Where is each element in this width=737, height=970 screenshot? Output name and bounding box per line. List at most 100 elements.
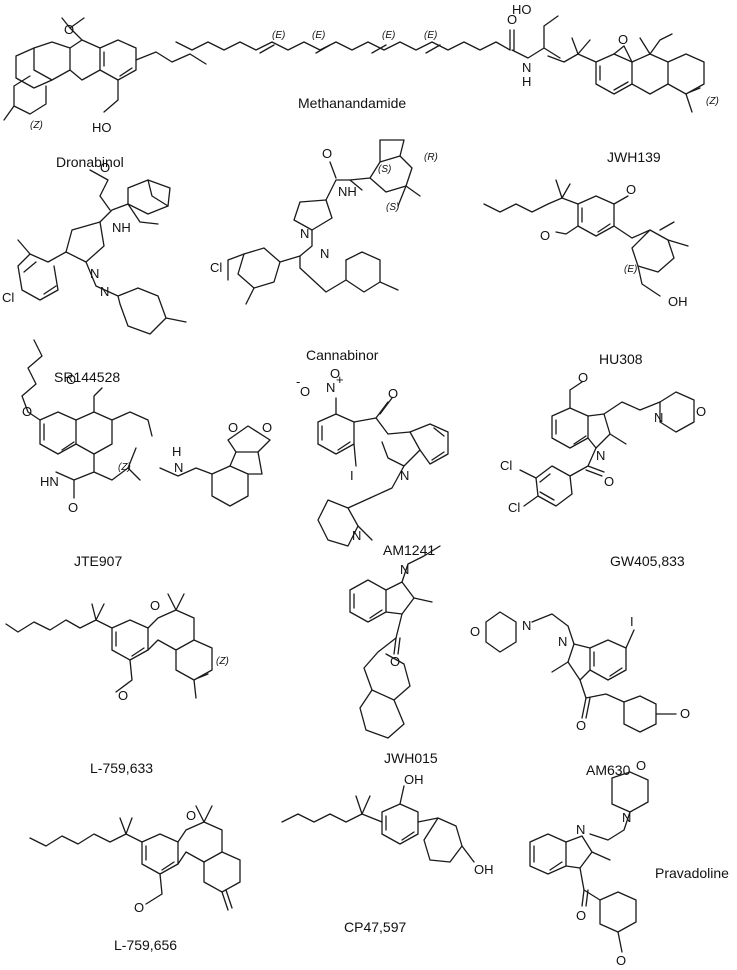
atom-label: N xyxy=(326,380,335,395)
atom-label: O xyxy=(680,706,690,721)
structure-am630: I N O N O O AM630 xyxy=(470,611,690,778)
structure-jte907: O O HN O H N O O (Z) JTE907 xyxy=(21,339,272,569)
atom-label: N xyxy=(100,284,109,299)
atom-label: O xyxy=(576,908,586,923)
atom-label: Cl xyxy=(210,260,222,275)
stereo-label: (S) xyxy=(386,202,399,213)
stereo-label: (E) xyxy=(382,30,395,41)
atom-label: O xyxy=(262,420,272,435)
atom-label: O xyxy=(616,953,626,968)
stereo-label: (E) xyxy=(624,264,637,275)
atom-label: O xyxy=(330,366,340,381)
atom-label: NH xyxy=(112,220,131,235)
structure-l759656: O O L-759,656 xyxy=(29,805,241,953)
stereo-label: (Z) xyxy=(706,96,719,107)
atom-label: O xyxy=(300,384,310,399)
atom-label: HN xyxy=(40,474,59,489)
atom-label: Cl xyxy=(2,290,14,305)
stereo-label: (Z) xyxy=(30,120,43,131)
atom-label: O xyxy=(66,372,76,387)
compound-name-am1241: AM1241 xyxy=(383,542,435,558)
atom-label: OH xyxy=(404,772,424,787)
atom-label: N xyxy=(576,822,585,837)
atom-label: O xyxy=(540,228,550,243)
structure-sr144528: O NH N N Cl SR144528 xyxy=(2,160,187,385)
structure-pravadoline: O N N O O Pravadoline xyxy=(529,758,729,968)
atom-label: O xyxy=(134,900,144,915)
atom-label: O xyxy=(228,420,238,435)
atom-label: N xyxy=(522,60,531,75)
atom-label: Cl xyxy=(500,458,512,473)
stereo-label: (E) xyxy=(272,30,285,41)
compound-name-l759633: L-759,633 xyxy=(90,760,153,776)
atom-label: Cl xyxy=(508,500,520,515)
atom-label: N xyxy=(352,528,361,543)
compound-name-jwh015: JWH015 xyxy=(384,750,438,766)
structure-am1241: O N + O - O I N N AM1241 xyxy=(296,366,449,558)
atom-label: O xyxy=(578,370,588,385)
compound-name-hu308: HU308 xyxy=(599,351,643,367)
atom-label: HO xyxy=(92,120,112,135)
atom-label: N xyxy=(596,448,605,463)
atom-label: O xyxy=(696,404,706,419)
atom-label: O xyxy=(68,500,78,515)
atom-label: HO xyxy=(512,2,532,17)
compound-name-jte907: JTE907 xyxy=(74,553,122,569)
compound-name-cp47597: CP47,597 xyxy=(344,919,406,935)
compound-name-methanandamide: Methanandamide xyxy=(298,95,406,111)
atom-label: O xyxy=(100,160,110,175)
atom-label: O xyxy=(64,22,74,37)
compound-name-jwh139: JWH139 xyxy=(607,149,661,165)
atom-label: O xyxy=(322,146,332,161)
atom-label: N xyxy=(654,410,663,425)
atom-label: OH xyxy=(474,862,494,877)
atom-label: - xyxy=(296,374,300,389)
atom-label: O xyxy=(390,654,400,669)
stereo-label: (E) xyxy=(424,30,437,41)
atom-label: + xyxy=(336,372,344,387)
atom-label: O xyxy=(470,624,480,639)
atom-label: O xyxy=(507,12,517,27)
atom-label: O xyxy=(636,758,646,773)
atom-label: N xyxy=(558,634,567,649)
structure-jwh015: N O JWH015 xyxy=(349,545,441,766)
compound-name-l759656: L-759,656 xyxy=(114,937,177,953)
atom-label: N xyxy=(400,562,409,577)
atom-label: H xyxy=(522,74,531,89)
structure-l759633: O O (Z) L-759,633 xyxy=(5,593,229,776)
atom-label: N xyxy=(522,618,531,633)
compound-name-sr144528: SR144528 xyxy=(54,369,120,385)
compound-name-dronabinol: Dronabinol xyxy=(56,154,124,170)
stereo-label: (Z) xyxy=(216,656,229,667)
atom-label: N xyxy=(622,810,631,825)
stereo-label: (Z) xyxy=(118,462,131,473)
atom-label: O xyxy=(22,404,32,419)
atom-label: O xyxy=(618,32,628,47)
atom-label: O xyxy=(604,474,614,489)
compound-name-cannabinor: Cannabinor xyxy=(306,347,379,363)
atom-label: I xyxy=(350,468,354,483)
atom-label: NH xyxy=(338,184,357,199)
structure-hu308: O O OH (E) HU308 xyxy=(483,179,689,367)
atom-label: I xyxy=(630,614,634,629)
atom-label: N xyxy=(90,266,99,281)
atom-label: O xyxy=(626,182,636,197)
atom-label: O xyxy=(388,386,398,401)
structure-cannabinor: O NH N N Cl (S) (R) (S) Cannabinor xyxy=(210,139,438,363)
atom-label: N xyxy=(320,246,329,261)
atom-label: OH xyxy=(668,294,688,309)
stereo-label: (S) xyxy=(378,164,391,175)
compound-name-pravadoline: Pravadoline xyxy=(655,865,729,881)
atom-label: O xyxy=(118,688,128,703)
structure-dronabinol: O HO (Z) Dronabinol xyxy=(3,17,207,170)
atom-label: N xyxy=(300,226,309,241)
atom-label: N xyxy=(400,468,409,483)
atom-label: O xyxy=(576,718,586,733)
compound-name-am630: AM630 xyxy=(586,762,631,778)
structure-cp47597: OH OH CP47,597 xyxy=(281,772,494,935)
structure-methanandamide: O N H HO (E) (E) (E) (E) Methanandamide xyxy=(175,2,561,111)
stereo-label: (E) xyxy=(312,30,325,41)
structure-gw405833: O N N O O Cl Cl GW405,833 xyxy=(500,370,706,569)
stereo-label: (R) xyxy=(424,152,438,163)
